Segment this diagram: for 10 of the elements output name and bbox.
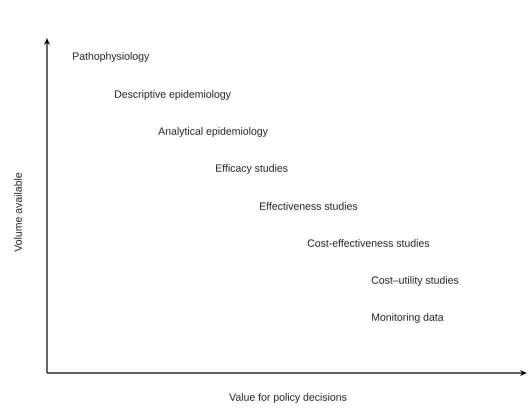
axis-title: Value for policy decisions [229,393,346,403]
category-label: Efficacy studies [216,164,288,174]
category-label: Cost–utility studies [372,276,458,286]
category-label: Effectiveness studies [260,202,358,210]
axis-title: Volume available [14,172,22,252]
category-label: Cost-effectiveness studies [308,239,430,247]
category-label: Monitoring data [372,313,444,323]
category-label: Analytical epidemiology [158,127,268,137]
category-label: Pathophysiology [73,52,150,62]
category-label: Descriptive epidemiology [115,90,231,100]
